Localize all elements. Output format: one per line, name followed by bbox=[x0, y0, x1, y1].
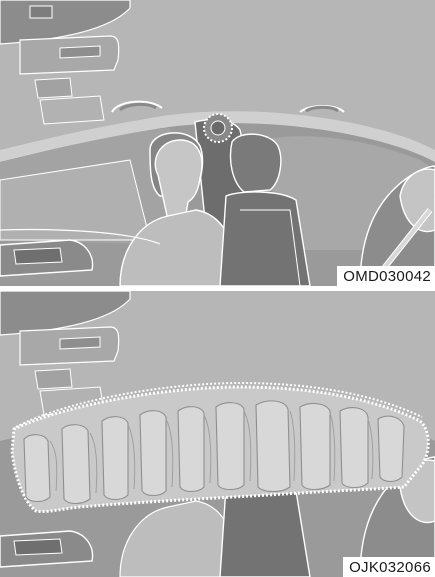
figure-airbag-deployed: OJK032066 bbox=[0, 291, 435, 577]
figure-airbag-stowed: OMD030042 bbox=[0, 0, 435, 286]
figure-code-label: OMD030042 bbox=[337, 266, 435, 286]
figure-code-label: OJK032066 bbox=[343, 557, 435, 577]
illustration-car-interior-stowed bbox=[0, 0, 435, 286]
illustration-car-interior-deployed bbox=[0, 291, 435, 577]
